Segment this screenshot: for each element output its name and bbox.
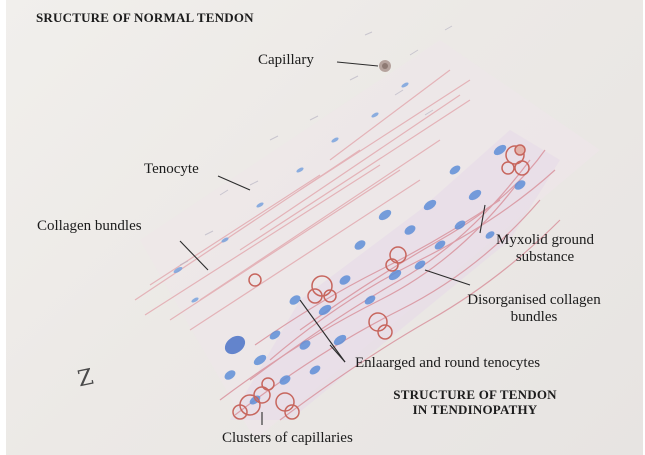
capillary-label: Capillary <box>258 52 314 69</box>
pathology-heading: STRUCTURE OF TENDON IN TENDINOPATHY <box>380 388 570 418</box>
enlarged-tenocytes-label: Enlaarged and round tenocytes <box>355 355 540 372</box>
disorganised-label-line1: Disorganised collagen <box>444 292 624 309</box>
clusters-label: Clusters of capillaries <box>222 430 353 447</box>
disorganised-label: Disorganised collagen bundles <box>444 292 624 327</box>
disorganised-label-line2: bundles <box>444 309 624 326</box>
normal-capillary <box>379 60 391 72</box>
myxoid-label-line2: substance <box>470 249 620 266</box>
normal-tendon-heading: SRUCTURE OF NORMAL TENDON <box>36 11 254 26</box>
pathology-heading-line1: STRUCTURE OF TENDON <box>380 388 570 403</box>
pathology-heading-line2: IN TENDINOPATHY <box>380 403 570 418</box>
tenocyte-label: Tenocyte <box>144 161 199 178</box>
myxoid-label: Myxolid ground substance <box>470 232 620 267</box>
collagen-bundles-label: Collagen bundles <box>37 218 142 235</box>
myxoid-label-line1: Myxolid ground <box>470 232 620 249</box>
